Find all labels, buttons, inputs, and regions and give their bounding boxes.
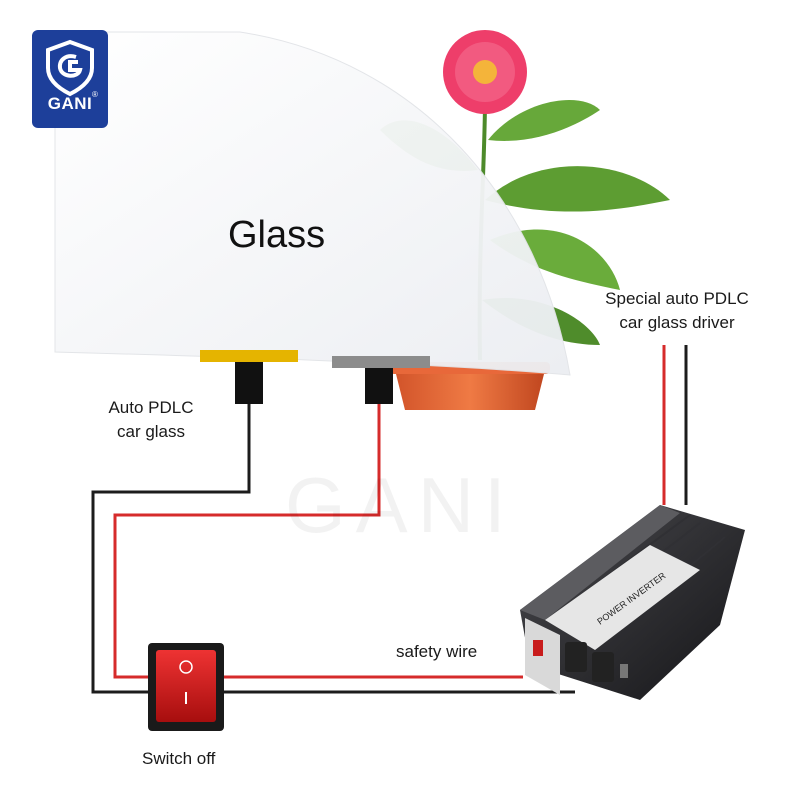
driver-label-line1: Special auto PDLC [592,287,762,311]
inverter-power-switch [533,640,543,656]
watermark: GANI [285,460,516,551]
driver-label: Special auto PDLC car glass driver [592,287,762,335]
glass-label: Glass [228,214,325,257]
usb-port [620,664,628,678]
busbar-yellow [200,350,298,362]
flower [443,30,527,114]
registered-mark: ® [92,90,98,99]
busbar-gray [332,356,430,368]
driver-label-line2: car glass driver [592,311,762,335]
gani-logo: GANI ® [32,30,108,128]
rocker-switch [148,643,224,731]
auto-pdlc-label-line1: Auto PDLC [96,396,206,420]
outlet-2 [592,652,614,682]
auto-pdlc-label: Auto PDLC car glass [96,396,206,444]
power-inverter: POWER INVERTER [520,505,745,700]
connector-left [235,362,263,404]
leaf [485,166,670,211]
auto-pdlc-label-line2: car glass [96,420,206,444]
outlet-1 [565,642,587,672]
switch-label: Switch off [142,747,215,771]
flower-pot [395,370,545,410]
safety-wire-label: safety wire [396,640,477,664]
connector-right [365,368,393,404]
